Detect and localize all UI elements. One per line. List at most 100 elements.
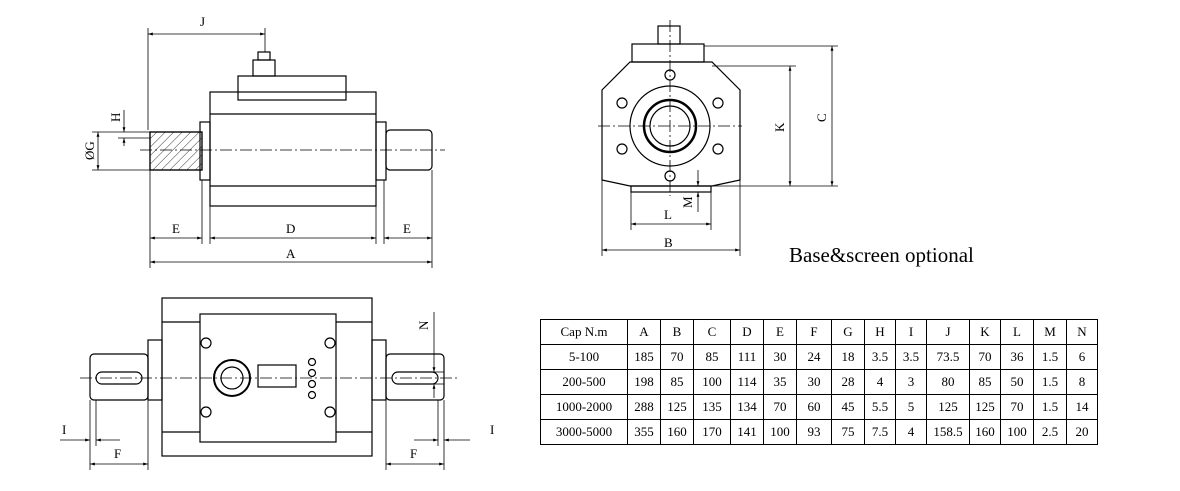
table-cell: 1.5 — [1033, 344, 1067, 370]
table-cell: 3.5 — [895, 344, 927, 370]
table-cell: 5-100 — [540, 344, 628, 370]
left-shaft-top — [89, 353, 149, 401]
table-cell: 70 — [660, 344, 694, 370]
table-header-cell: G — [831, 319, 865, 345]
dim-label-F-right: F — [410, 446, 417, 461]
table-cell: 158.5 — [926, 419, 970, 445]
dim-label-G: ØG — [82, 141, 97, 160]
table-cell: 30 — [763, 344, 797, 370]
table-cell: 200-500 — [540, 369, 628, 395]
connector-base — [237, 75, 347, 101]
table-cell: 70 — [969, 344, 1001, 370]
table-cell: 28 — [831, 369, 865, 395]
table-cell: 3 — [895, 369, 927, 395]
dim-label-C: C — [814, 113, 829, 122]
table-cell: 170 — [693, 419, 731, 445]
table-cell: 135 — [693, 394, 731, 420]
side-view — [598, 20, 838, 256]
table-cell: 5 — [895, 394, 927, 420]
table-header-cell: A — [627, 319, 661, 345]
table-cell: 85 — [660, 369, 694, 395]
left-shaft-section — [149, 131, 203, 171]
table-cell: 125 — [660, 394, 694, 420]
dim-label-J: J — [200, 14, 205, 29]
top-view — [60, 297, 470, 470]
dim-label-L: L — [664, 207, 672, 222]
dim-label-E-right: E — [403, 221, 411, 236]
table-cell: 100 — [763, 419, 797, 445]
table-cell: 288 — [627, 394, 661, 420]
table-cell: 198 — [627, 369, 661, 395]
table-cell: 1.5 — [1033, 394, 1067, 420]
dim-label-D: D — [286, 221, 295, 236]
table-cell: 125 — [926, 394, 970, 420]
table-cell: 185 — [627, 344, 661, 370]
table-cell: 1000-2000 — [540, 394, 628, 420]
table-cell: 111 — [730, 344, 764, 370]
connector-nut — [657, 25, 681, 45]
table-cell: 134 — [730, 394, 764, 420]
table-header-cell: J — [926, 319, 970, 345]
table-cell: 35 — [763, 369, 797, 395]
table-cell: 50 — [1000, 369, 1034, 395]
table-cell: 36 — [1000, 344, 1034, 370]
table-cell: 85 — [693, 344, 731, 370]
table-header-cell: H — [864, 319, 896, 345]
dim-label-K: K — [772, 122, 787, 132]
dim-label-B: B — [664, 235, 673, 250]
table-header-cell: N — [1066, 319, 1098, 345]
right-collar — [375, 121, 387, 181]
screen — [257, 364, 297, 388]
table-cell: 30 — [796, 369, 832, 395]
table-cell: 125 — [969, 394, 1001, 420]
dim-label-H: H — [108, 113, 123, 122]
table-cell: 4 — [895, 419, 927, 445]
table-header-cell: Cap N.m — [540, 319, 628, 345]
table-cell: 160 — [660, 419, 694, 445]
sensor-body — [209, 91, 377, 207]
dim-label-F-left: F — [114, 446, 121, 461]
connector-block — [631, 43, 705, 63]
table-cell: 160 — [969, 419, 1001, 445]
caption-base-screen: Base&screen optional — [789, 243, 974, 267]
table-cell: 141 — [730, 419, 764, 445]
table-cell: 73.5 — [926, 344, 970, 370]
right-shaft-top — [385, 353, 445, 401]
table-header-cell: E — [763, 319, 797, 345]
left-shaft — [149, 131, 203, 171]
table-header-cell: B — [660, 319, 694, 345]
connector — [252, 59, 276, 77]
dim-label-M: M — [680, 196, 695, 208]
dim-label-A: A — [286, 246, 296, 261]
table-cell: 93 — [796, 419, 832, 445]
table-cell: 70 — [763, 394, 797, 420]
table-cell: 60 — [796, 394, 832, 420]
front-view — [92, 28, 445, 268]
table-header-cell: I — [895, 319, 927, 345]
table-header-cell: F — [796, 319, 832, 345]
dim-label-E-left: E — [172, 221, 180, 236]
table-header-cell: K — [969, 319, 1001, 345]
table-cell: 355 — [627, 419, 661, 445]
table-cell: 14 — [1066, 394, 1098, 420]
table-cell: 20 — [1066, 419, 1098, 445]
flange-outline — [601, 61, 741, 187]
table-cell: 3.5 — [864, 344, 896, 370]
table-header-cell: C — [693, 319, 731, 345]
table-cell: 70 — [1000, 394, 1034, 420]
table-header-cell: L — [1000, 319, 1034, 345]
table-cell: 8 — [1066, 369, 1098, 395]
table-cell: 114 — [730, 369, 764, 395]
dim-label-I-right: I — [490, 422, 494, 437]
table-cell: 45 — [831, 394, 865, 420]
dim-label-N: N — [416, 320, 431, 330]
table-cell: 80 — [926, 369, 970, 395]
table-cell: 18 — [831, 344, 865, 370]
